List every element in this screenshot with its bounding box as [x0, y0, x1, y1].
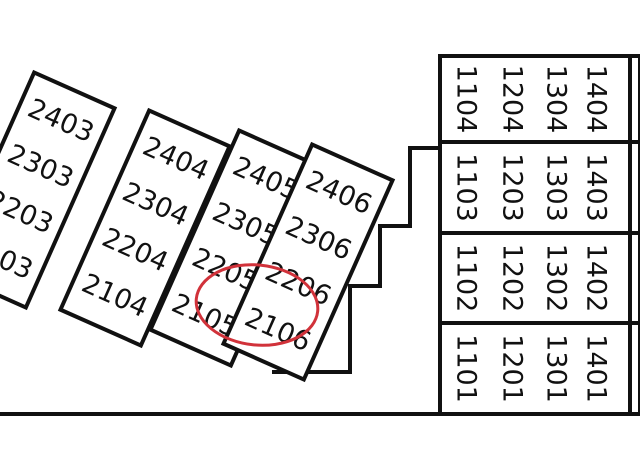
unit-label-1202[interactable]: 1202 — [497, 244, 528, 313]
unit-label-1403[interactable]: 1403 — [581, 153, 612, 222]
grid-block-units: 1104 1204 1304 1404 1103 1203 1303 1403 1102 1202… — [451, 65, 612, 403]
unit-label-1304[interactable]: 1304 — [541, 65, 572, 134]
unit-label-1302[interactable]: 1302 — [541, 244, 572, 313]
stepped-wall — [272, 146, 438, 374]
unit-label-1102[interactable]: 1102 — [451, 244, 482, 313]
block-2-outline — [57, 107, 233, 349]
unit-label-1301[interactable]: 1301 — [541, 334, 572, 403]
unit-label-1402[interactable]: 1402 — [581, 244, 612, 313]
angled-blocks: 2403230322032103240423042204210424052305… — [0, 69, 396, 383]
unit-label-1404[interactable]: 1404 — [581, 65, 612, 134]
unit-label-1303[interactable]: 1303 — [541, 153, 572, 222]
unit-label-1103[interactable]: 1103 — [451, 153, 482, 222]
unit-label-1203[interactable]: 1203 — [497, 153, 528, 222]
unit-label-1401[interactable]: 1401 — [581, 334, 612, 403]
block-1-outline — [0, 69, 118, 311]
highlight-ring — [194, 263, 320, 347]
unit-label-1101[interactable]: 1101 — [451, 334, 482, 403]
block-4-outline — [220, 141, 396, 383]
unit-label-1204[interactable]: 1204 — [497, 65, 528, 134]
unit-label-1201[interactable]: 1201 — [497, 334, 528, 403]
unit-label-1104[interactable]: 1104 — [451, 65, 482, 134]
